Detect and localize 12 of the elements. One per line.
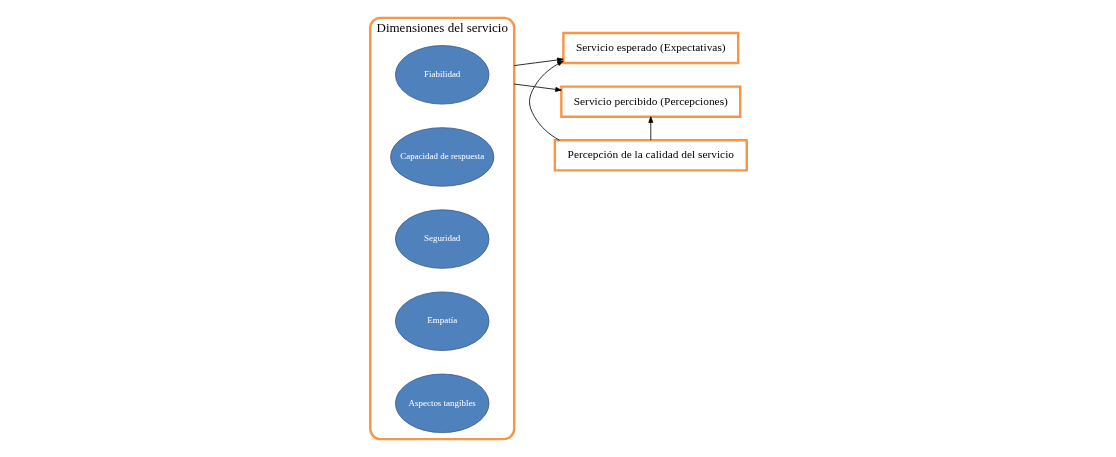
node-ellipse: Empatía bbox=[394, 291, 489, 351]
node-ellipse: Seguridad bbox=[394, 209, 489, 269]
arrow bbox=[513, 83, 562, 92]
arrow bbox=[513, 57, 564, 66]
node-ellipse: Capacidad de respuesta bbox=[389, 127, 494, 187]
node-ellipse: Fiabilidad bbox=[394, 45, 489, 105]
node-box: Servicio percibido (Percepciones) bbox=[559, 85, 741, 118]
arrow bbox=[528, 60, 564, 141]
arrow bbox=[647, 116, 653, 141]
node-box: Percepción de la calidad del servicio bbox=[553, 139, 748, 172]
node-ellipse: Aspectos tangibles bbox=[394, 373, 489, 433]
node-box: Servicio esperado (Expectativas) bbox=[561, 31, 739, 65]
